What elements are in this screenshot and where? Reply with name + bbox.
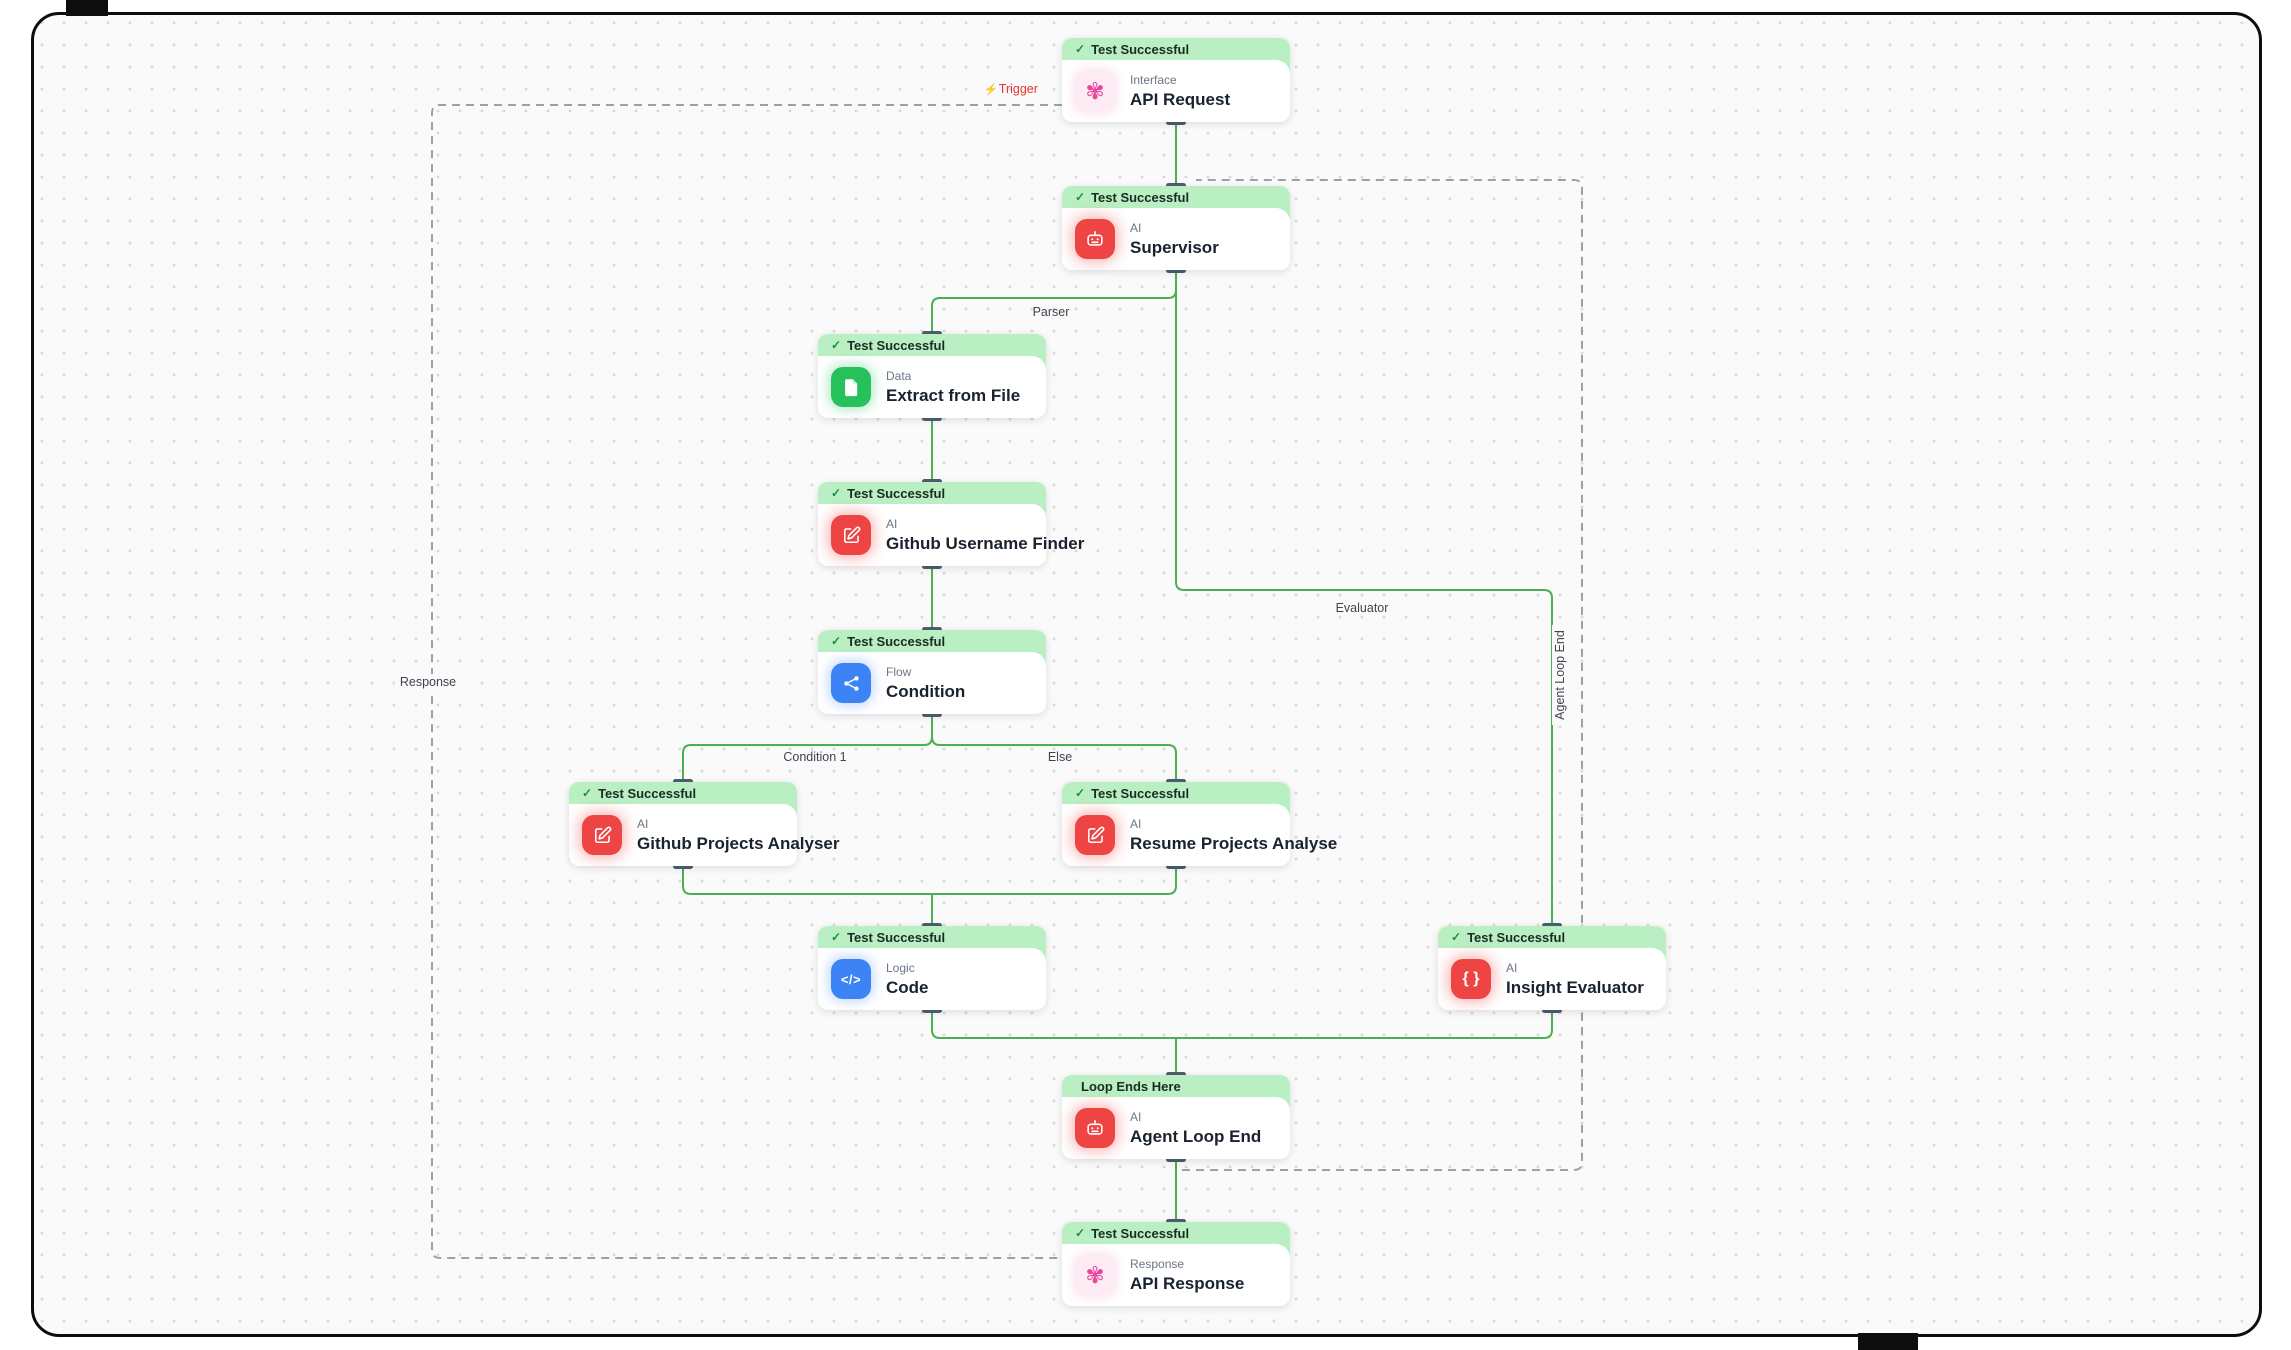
edge-agent-loop [1182, 179, 1583, 1171]
window-notch-bottom-right [1858, 1333, 1918, 1350]
node-resume-projects-analyse[interactable]: ✓ Test Successful AI Resume Projects Analy… [1062, 782, 1338, 866]
node-github-username-finder[interactable]: ✓ Test Successful AI Github Username Finde… [818, 482, 1085, 566]
node-status-text: Test Successful [1091, 1225, 1190, 1241]
node-title: Code [886, 977, 929, 997]
robot-icon [1075, 219, 1115, 259]
node-category: AI [1130, 816, 1142, 831]
edge-supervisor-extract [931, 269, 1177, 335]
node-category: AI [1130, 220, 1142, 235]
edge-supervisor-insightevaluator [1175, 269, 1553, 927]
check-icon: ✓ [1075, 42, 1086, 56]
edge-code-evaluator-merge [931, 1009, 1553, 1039]
node-category: Response [1130, 1256, 1185, 1271]
node-title: Github Username Finder [886, 533, 1085, 553]
node-status-text: Test Successful [598, 785, 697, 801]
window-notch-top-left [66, 0, 108, 16]
edge-branches-merge [682, 865, 1177, 895]
node-status-text: Test Successful [847, 337, 946, 353]
node-title: Github Projects Analyser [637, 833, 840, 853]
node-status-text: Test Successful [847, 485, 946, 501]
edit-square-icon [582, 815, 622, 855]
branch-icon [831, 663, 871, 703]
check-icon: ✓ [831, 486, 842, 500]
check-icon: ✓ [1075, 786, 1086, 800]
node-title: Agent Loop End [1130, 1126, 1262, 1146]
flower-icon: ✾ [1075, 71, 1115, 111]
node-title: API Response [1130, 1273, 1245, 1293]
node-title: Condition [886, 681, 966, 701]
node-title: Resume Projects Analyse [1130, 833, 1338, 853]
node-status-text: Test Successful [1091, 41, 1190, 57]
node-category: Flow [886, 664, 912, 679]
check-icon: ✓ [582, 786, 593, 800]
braces-icon: { } [1451, 959, 1491, 999]
node-status-text: Test Successful [847, 633, 946, 649]
node-agent-loop-end[interactable]: Loop Ends Here AI Agent Loop End [1062, 1075, 1290, 1159]
code-icon: </> [831, 959, 871, 999]
node-category: Logic [886, 960, 915, 975]
check-icon: ✓ [831, 930, 842, 944]
node-category: AI [1130, 1109, 1142, 1124]
edge-condition-resumeanalyse [931, 713, 1177, 783]
node-status-text: Test Successful [1467, 929, 1566, 945]
node-status-text: Test Successful [1091, 785, 1190, 801]
edge-response-loop [431, 104, 1062, 1259]
robot-icon [1075, 1108, 1115, 1148]
node-insight-evaluator[interactable]: ✓ Test Successful { } AI Insight Evaluator [1438, 926, 1666, 1010]
node-title: API Request [1130, 89, 1231, 109]
node-supervisor[interactable]: ✓ Test Successful AI Supervisor [1062, 186, 1290, 270]
check-icon: ✓ [1451, 930, 1462, 944]
document-icon [831, 367, 871, 407]
node-status-text: Loop Ends Here [1081, 1078, 1181, 1094]
node-category: AI [1506, 960, 1518, 975]
node-category: AI [637, 816, 649, 831]
check-icon: ✓ [831, 634, 842, 648]
node-category: Data [886, 368, 912, 383]
check-icon: ✓ [831, 338, 842, 352]
node-category: AI [886, 516, 898, 531]
edge-condition-githubanalyser [682, 713, 933, 783]
node-title: Extract from File [886, 385, 1021, 405]
check-icon: ✓ [1075, 1226, 1086, 1240]
flower-icon: ✾ [1075, 1255, 1115, 1295]
check-icon: ✓ [1075, 190, 1086, 204]
node-status-text: Test Successful [847, 929, 946, 945]
node-status-text: Test Successful [1091, 189, 1190, 205]
node-category: Interface [1130, 72, 1177, 87]
edit-square-icon [1075, 815, 1115, 855]
node-title: Supervisor [1130, 237, 1219, 257]
node-title: Insight Evaluator [1506, 977, 1644, 997]
node-github-projects-analyser[interactable]: ✓ Test Successful AI Github Projects Analy… [569, 782, 840, 866]
edit-square-icon [831, 515, 871, 555]
